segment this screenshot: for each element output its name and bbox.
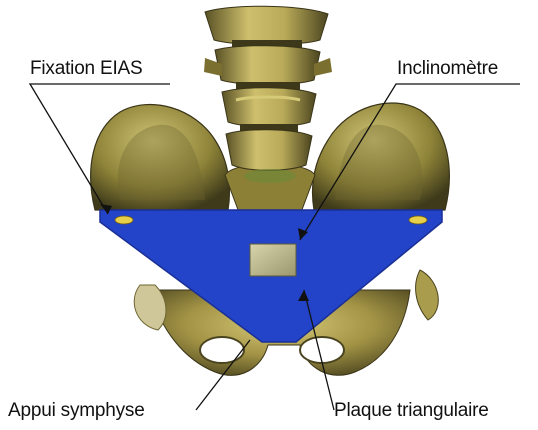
right-obturator-foramen (300, 337, 344, 363)
inclinometer (250, 244, 296, 276)
left-obturator-foramen (200, 337, 244, 363)
label-appui-symphyse: Appui symphyse (8, 400, 145, 422)
label-fixation-eias: Fixation EIAS (30, 58, 143, 80)
label-inclinometre: Inclinomètre (397, 58, 498, 80)
label-plaque-triangulaire: Plaque triangulaire (334, 400, 489, 422)
right-fixation-marker (409, 216, 427, 224)
left-fixation-marker (115, 216, 133, 224)
